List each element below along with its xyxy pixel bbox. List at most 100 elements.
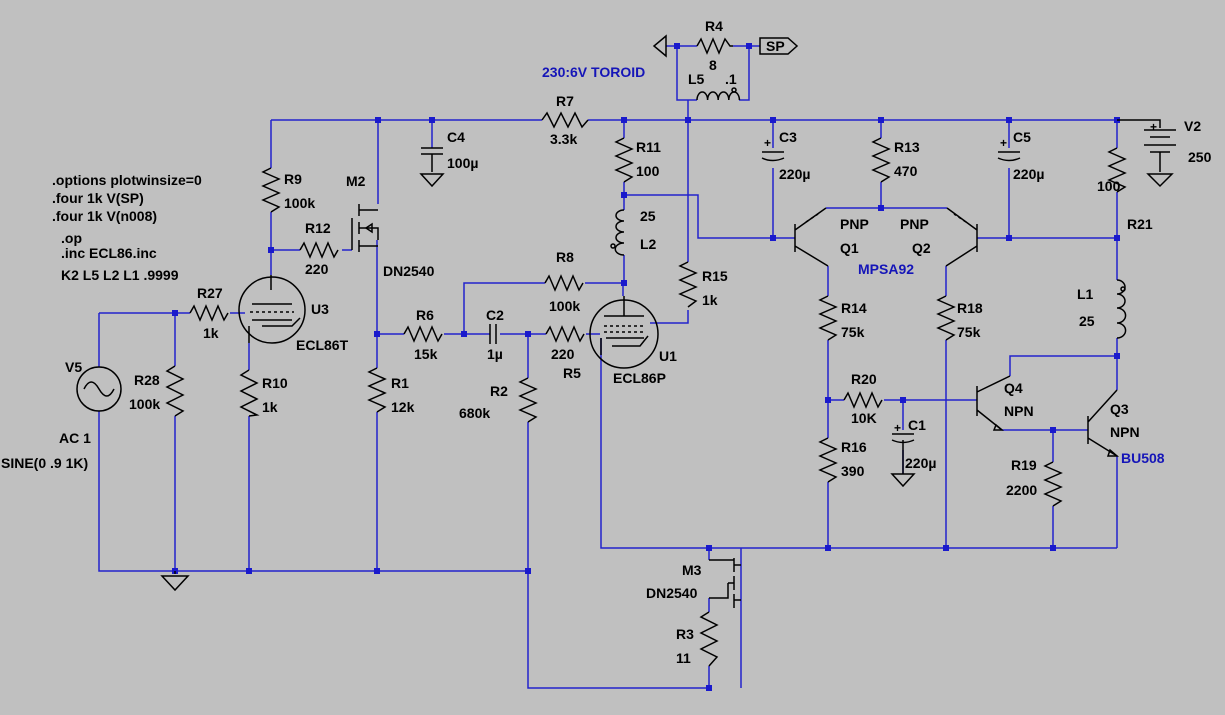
capacitor-symbols: + + + — [419, 136, 1021, 488]
mosfet-m2-symbol — [351, 204, 379, 252]
v5-name: V5 — [65, 359, 82, 375]
r20-name: R20 — [851, 371, 877, 387]
resistor-r2 — [518, 377, 538, 423]
resistor-r5 — [545, 325, 585, 343]
m2-value: DN2540 — [383, 263, 435, 279]
resistor-r27 — [189, 304, 229, 322]
c4-value: 100µ — [447, 155, 478, 171]
resistor-r20 — [843, 391, 883, 409]
m3-value: DN2540 — [646, 585, 698, 601]
svg-text:+: + — [764, 136, 771, 150]
r19-value: 2200 — [1006, 482, 1037, 498]
resistor-r19 — [1043, 461, 1063, 507]
q1-value: PNP — [840, 216, 869, 232]
r16-value: 390 — [841, 463, 865, 479]
capacitor-c4 — [419, 147, 445, 188]
l1-value: 25 — [1079, 313, 1095, 329]
svg-text:+: + — [894, 421, 901, 435]
directive-options: .options plotwinsize=0 — [52, 172, 202, 188]
inductor-l5 — [696, 91, 741, 101]
directive-op: .op — [61, 230, 82, 246]
directive-coupling: K2 L5 L2 L1 .9999 — [61, 267, 179, 283]
r4-value: 8 — [709, 57, 717, 73]
bjt-q2-symbol — [945, 207, 978, 267]
q1-name: Q1 — [840, 240, 859, 256]
c2-name: C2 — [486, 307, 504, 323]
resistor-r4 — [696, 37, 733, 55]
r13-value: 470 — [894, 163, 918, 179]
q3-name: Q3 — [1110, 401, 1129, 417]
comment-bu508: BU508 — [1121, 450, 1165, 466]
l2-value: 25 — [640, 208, 656, 224]
comment-toroid: 230:6V TOROID — [542, 64, 645, 80]
wires — [98, 45, 1118, 689]
resistor-r7 — [541, 111, 589, 129]
resistor-r3 — [699, 611, 719, 667]
c4-name: C4 — [447, 129, 465, 145]
resistor-r21 — [1107, 147, 1127, 193]
directive-four-n008: .four 1k V(n008) — [52, 208, 157, 224]
r18-value: 75k — [957, 324, 981, 340]
spice-directives: .options plotwinsize=0 .four 1k V(SP) .f… — [52, 172, 202, 283]
svg-text:+: + — [1000, 136, 1007, 150]
resistor-r1 — [367, 367, 387, 413]
inductor-l2 — [614, 209, 625, 256]
mosfet-m3-symbol — [709, 558, 741, 608]
r2-value: 680k — [459, 405, 490, 421]
m2-name: M2 — [346, 173, 366, 189]
r3-value: 11 — [676, 650, 691, 666]
r27-name: R27 — [197, 285, 223, 301]
capacitor-c5: + — [997, 136, 1021, 162]
l2-name: L2 — [640, 236, 657, 252]
r4-name: R4 — [705, 18, 723, 34]
u3-name: U3 — [311, 301, 329, 317]
c3-name: C3 — [779, 129, 797, 145]
q2-name: Q2 — [912, 240, 931, 256]
resistor-r18 — [936, 295, 956, 341]
v2-name: V2 — [1184, 118, 1201, 134]
l5-name: L5 — [688, 71, 705, 87]
directive-inc: .inc ECL86.inc — [61, 245, 157, 261]
directive-four-sp: .four 1k V(SP) — [52, 190, 144, 206]
inductor-symbols — [610, 87, 1127, 339]
q3-value: NPN — [1110, 424, 1140, 440]
c2-value: 1µ — [487, 346, 503, 362]
resistor-r16 — [818, 437, 838, 483]
r6-name: R6 — [416, 307, 434, 323]
r3-name: R3 — [676, 626, 694, 642]
capacitor-c2 — [489, 324, 497, 344]
r9-value: 100k — [284, 195, 315, 211]
r11-value: 100 — [636, 163, 660, 179]
r9-name: R9 — [284, 171, 302, 187]
r13-name: R13 — [894, 139, 920, 155]
component-labels: R4 8 L5 .1 R7 3.3k C4 100µ R11 100 C3 22… — [129, 18, 1153, 666]
tube-u1-symbol — [589, 296, 659, 369]
net-label-sp: SP — [766, 38, 785, 54]
r28-value: 100k — [129, 396, 160, 412]
resistor-symbols — [165, 37, 1127, 667]
q4-value: NPN — [1004, 403, 1034, 419]
bjt-q1-symbol — [794, 207, 829, 267]
r28-name: R28 — [134, 372, 160, 388]
resistor-r13 — [871, 137, 891, 183]
resistor-r6 — [403, 325, 443, 343]
r8-name: R8 — [556, 249, 574, 265]
u3-value: ECL86T — [296, 337, 349, 353]
r2-name: R2 — [490, 383, 508, 399]
bjt-q3-symbol — [1087, 389, 1120, 457]
l5-value: .1 — [725, 71, 737, 87]
c1-value: 220µ — [905, 455, 936, 471]
r20-value: 10K — [851, 410, 877, 426]
r18-name: R18 — [957, 300, 983, 316]
r21-value: 100 — [1097, 178, 1121, 194]
r14-value: 75k — [841, 324, 865, 340]
resistor-r15 — [678, 261, 698, 308]
r1-name: R1 — [391, 375, 409, 391]
net-flags — [652, 34, 799, 58]
v5-sine: SINE(0 .9 1K) — [1, 455, 88, 471]
resistor-r10 — [239, 369, 260, 417]
q2-value: PNP — [900, 216, 929, 232]
r21-name: R21 — [1127, 216, 1153, 232]
ground-symbols — [160, 571, 190, 592]
m3-name: M3 — [682, 562, 702, 578]
